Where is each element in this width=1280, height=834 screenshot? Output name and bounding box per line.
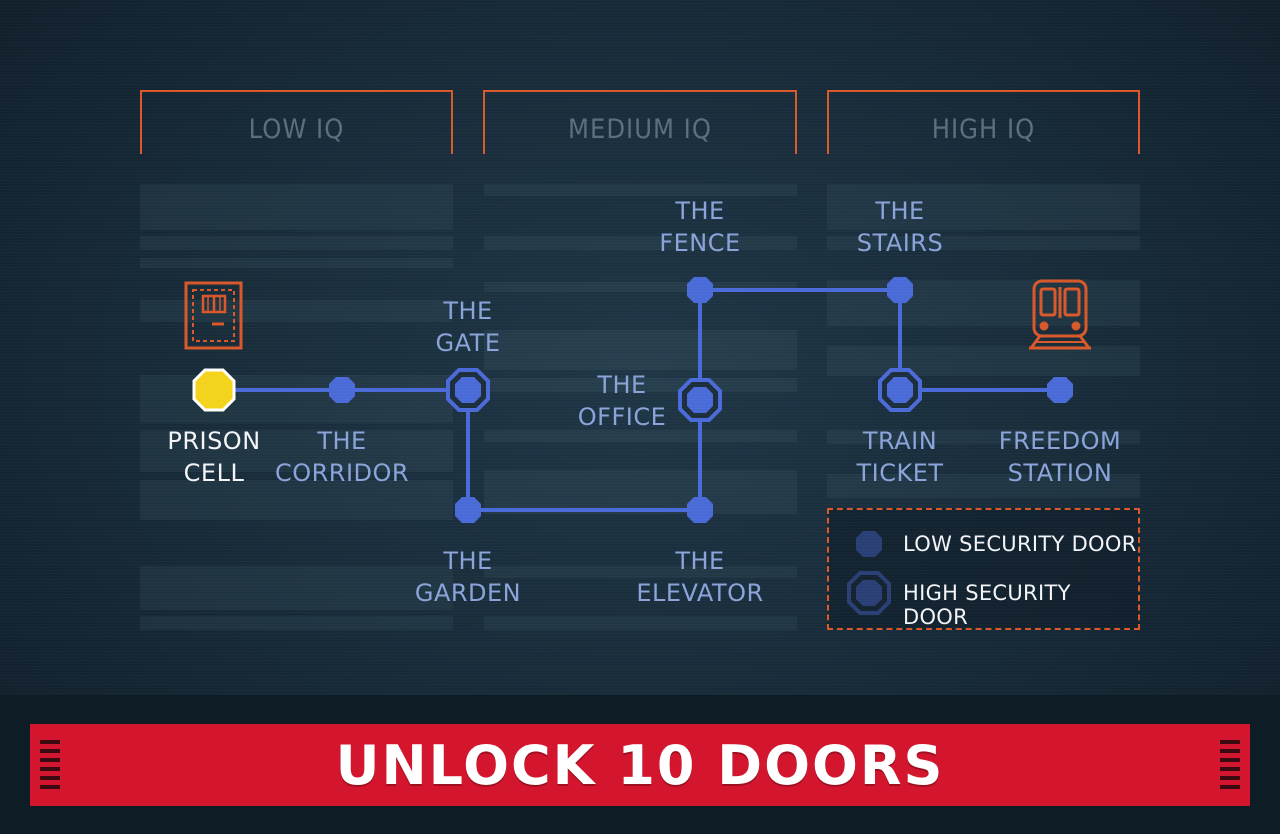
label-train-ticket: TRAIN TICKET <box>856 427 944 487</box>
label-fence: THE FENCE <box>659 197 741 257</box>
tier-label: MEDIUM IQ <box>568 114 712 145</box>
train-icon <box>1029 279 1091 350</box>
label-prison-cell: PRISON CELL <box>167 427 261 487</box>
label-freedom-station: FREEDOM STATION <box>998 427 1122 487</box>
tier-header-low-iq: LOW IQ <box>140 90 453 154</box>
node-gate <box>446 368 490 412</box>
right-grip <box>1220 740 1240 790</box>
node-stairs <box>887 277 913 303</box>
label-garden: THE GARDEN <box>414 547 522 607</box>
node-prison-cell <box>192 368 236 412</box>
legend-low-label: LOW SECURITY DOOR <box>903 532 1137 556</box>
node-corridor <box>329 377 355 403</box>
prison-door-icon <box>184 281 243 350</box>
unlock-banner: UNLOCK 10 DOORS <box>30 724 1250 806</box>
label-elevator: THE ELEVATOR <box>636 547 764 607</box>
legend: LOW SECURITY DOOR HIGH SECURITY DOOR <box>827 508 1140 630</box>
node-fence <box>687 277 713 303</box>
node-garden <box>455 497 481 523</box>
node-elevator <box>687 497 713 523</box>
legend-high-label: HIGH SECURITY DOOR <box>903 581 1071 629</box>
label-stairs: THE STAIRS <box>856 197 944 257</box>
tier-label: LOW IQ <box>248 114 345 145</box>
tier-header-medium-iq: MEDIUM IQ <box>483 90 797 154</box>
label-office: THE OFFICE <box>577 371 667 431</box>
tier-header-high-iq: HIGH IQ <box>827 90 1140 154</box>
tier-label: HIGH IQ <box>931 114 1036 145</box>
node-train-ticket <box>878 368 922 412</box>
label-gate: THE GATE <box>435 297 501 357</box>
banner-title: UNLOCK 10 DOORS <box>335 734 945 797</box>
left-grip <box>40 740 60 790</box>
node-freedom-station <box>1047 377 1073 403</box>
label-corridor: THE CORRIDOR <box>274 427 410 487</box>
